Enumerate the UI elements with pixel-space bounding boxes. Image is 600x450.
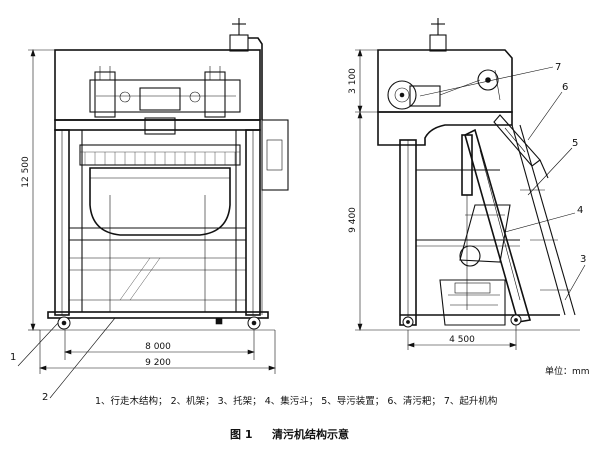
front-dimensions: 12 500 8 000 9 200 <box>21 49 276 374</box>
caption-number: 图 1 <box>230 428 252 441</box>
side-top-hoist-box <box>429 34 447 52</box>
legend-text: 1、行走木结构； 2、机架； 3、托架； 4、集污斗； 5、导污装置； 6、清污… <box>95 395 497 407</box>
front-view <box>40 18 289 331</box>
callouts: 1 2 3 4 5 6 7 <box>10 62 586 403</box>
side-top-housing <box>377 49 513 113</box>
unit-label: 单位：mm <box>545 365 590 377</box>
figure-caption: 图 1 清污机结构示意 <box>230 427 349 441</box>
callout-1: 1 <box>10 352 16 363</box>
dim-front-total-width: 9 200 <box>145 358 171 368</box>
side-dimensions: 3 100 9 400 4 500 <box>348 49 517 350</box>
front-rake-frame <box>79 144 241 166</box>
callout-7: 7 <box>555 62 561 73</box>
front-sewage-bucket <box>89 167 231 236</box>
callout-6: 6 <box>562 82 568 93</box>
side-collector-bin <box>439 279 506 326</box>
side-sewage-bucket <box>459 204 511 267</box>
callout-4: 4 <box>577 205 583 216</box>
caption-title: 清污机结构示意 <box>272 427 349 441</box>
front-top-pipe <box>248 37 263 120</box>
side-bracket <box>511 124 576 316</box>
dim-side-upper-height: 3 100 <box>348 68 358 94</box>
front-lifting-mechanism <box>89 66 241 118</box>
front-crossbeam <box>54 119 261 131</box>
dim-side-base-width: 4 500 <box>449 335 475 345</box>
dim-front-inner-width: 8 000 <box>145 342 171 352</box>
dim-front-height: 12 500 <box>21 156 31 188</box>
callout-5: 5 <box>572 138 578 149</box>
front-base-beam <box>47 311 269 319</box>
callout-3: 3 <box>580 254 586 265</box>
callout-2: 2 <box>42 392 48 403</box>
dim-side-lower-height: 9 400 <box>348 207 358 233</box>
front-control-cabinet <box>261 119 289 191</box>
side-hoist-mechanism <box>387 69 501 110</box>
side-crossbeam <box>377 111 513 146</box>
front-top-hoist-box <box>229 34 249 52</box>
side-view <box>377 18 580 331</box>
